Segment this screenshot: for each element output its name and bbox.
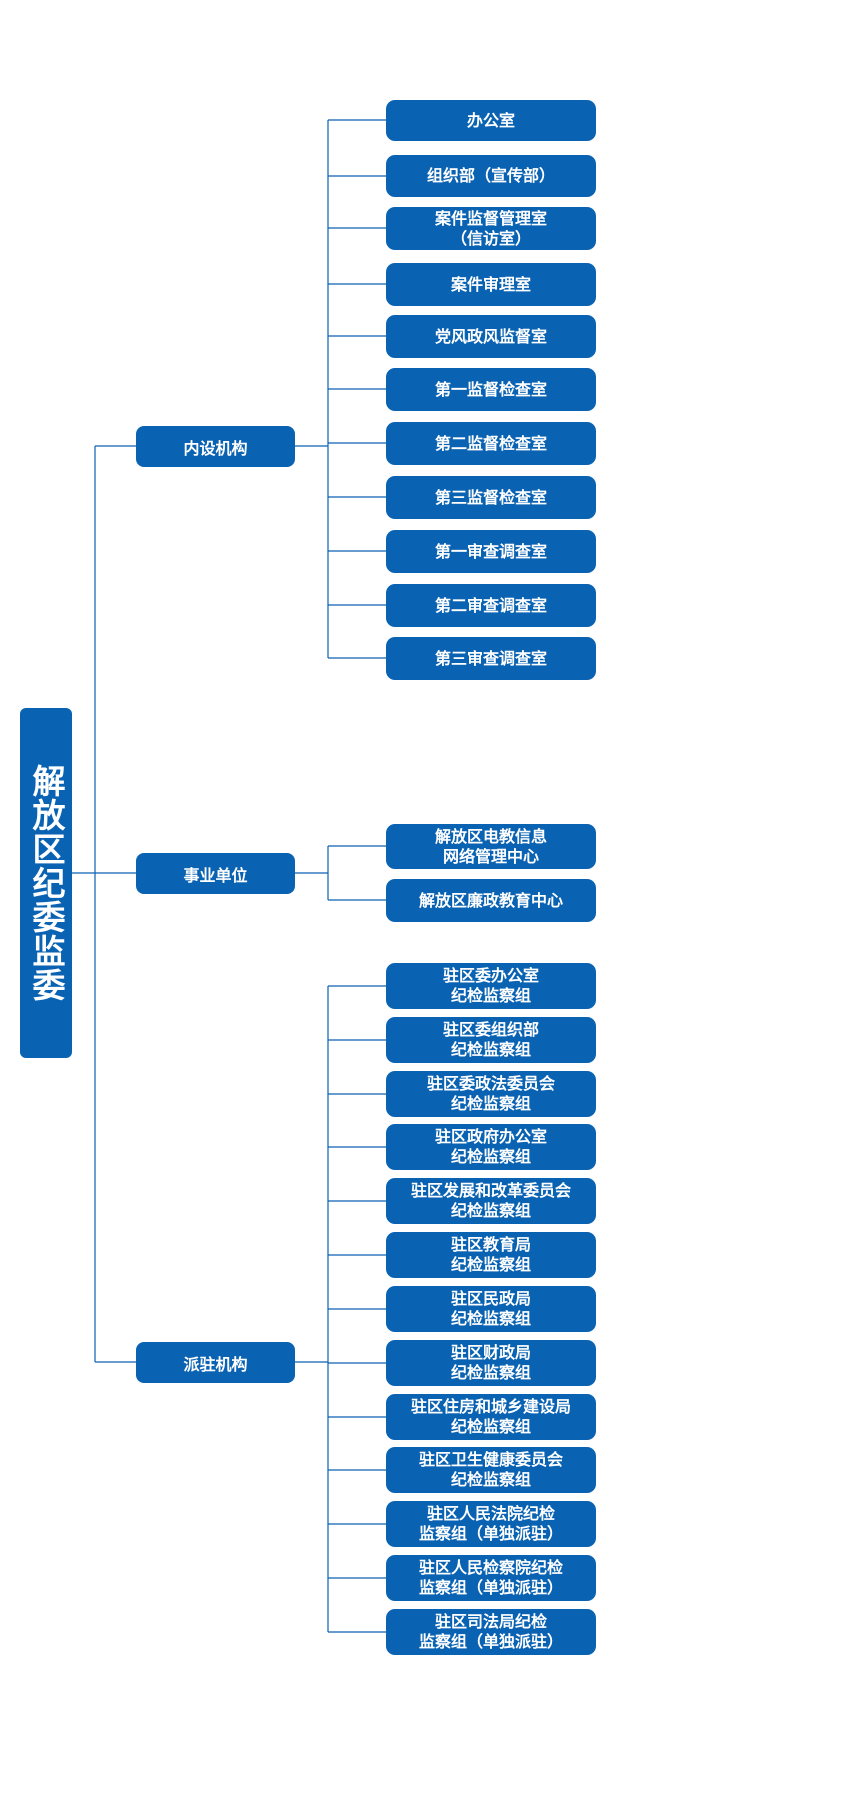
leaf-node: 第一监督检查室 xyxy=(386,368,596,411)
leaf-node: 驻区政府办公室 纪检监察组 xyxy=(386,1124,596,1170)
leaf-node: 驻区卫生健康委员会 纪检监察组 xyxy=(386,1447,596,1493)
leaf-node: 党风政风监督室 xyxy=(386,315,596,358)
leaf-node: 驻区委政法委员会 纪检监察组 xyxy=(386,1071,596,1117)
leaf-node: 驻区人民法院纪检 监察组（单独派驻） xyxy=(386,1501,596,1547)
leaf-node: 第二监督检查室 xyxy=(386,422,596,465)
leaf-node: 组织部（宣传部） xyxy=(386,155,596,197)
root-label: 解放区纪委监委 xyxy=(27,764,66,1002)
leaf-node: 驻区财政局 纪检监察组 xyxy=(386,1340,596,1386)
leaf-node: 驻区委办公室 纪检监察组 xyxy=(386,963,596,1009)
leaf-node: 驻区住房和城乡建设局 纪检监察组 xyxy=(386,1394,596,1440)
leaf-node: 驻区委组织部 纪检监察组 xyxy=(386,1017,596,1063)
group-node-institution: 事业单位 xyxy=(136,853,295,894)
leaf-node: 解放区电教信息 网络管理中心 xyxy=(386,824,596,869)
leaf-node: 案件审理室 xyxy=(386,263,596,306)
leaf-node: 案件监督管理室 （信访室） xyxy=(386,207,596,250)
leaf-node: 驻区民政局 纪检监察组 xyxy=(386,1286,596,1332)
leaf-node: 第二审查调查室 xyxy=(386,584,596,627)
group-node-internal: 内设机构 xyxy=(136,426,295,467)
leaf-node: 驻区人民检察院纪检 监察组（单独派驻） xyxy=(386,1555,596,1601)
leaf-node: 驻区发展和改革委员会 纪检监察组 xyxy=(386,1178,596,1224)
leaf-node: 驻区司法局纪检 监察组（单独派驻） xyxy=(386,1609,596,1655)
leaf-node: 驻区教育局 纪检监察组 xyxy=(386,1232,596,1278)
leaf-node: 第三监督检查室 xyxy=(386,476,596,519)
group-node-dispatched: 派驻机构 xyxy=(136,1342,295,1383)
leaf-node: 第一审查调查室 xyxy=(386,530,596,573)
leaf-node: 办公室 xyxy=(386,100,596,141)
leaf-node: 第三审查调查室 xyxy=(386,637,596,680)
root-node: 解放区纪委监委 xyxy=(20,708,72,1058)
leaf-node: 解放区廉政教育中心 xyxy=(386,879,596,922)
